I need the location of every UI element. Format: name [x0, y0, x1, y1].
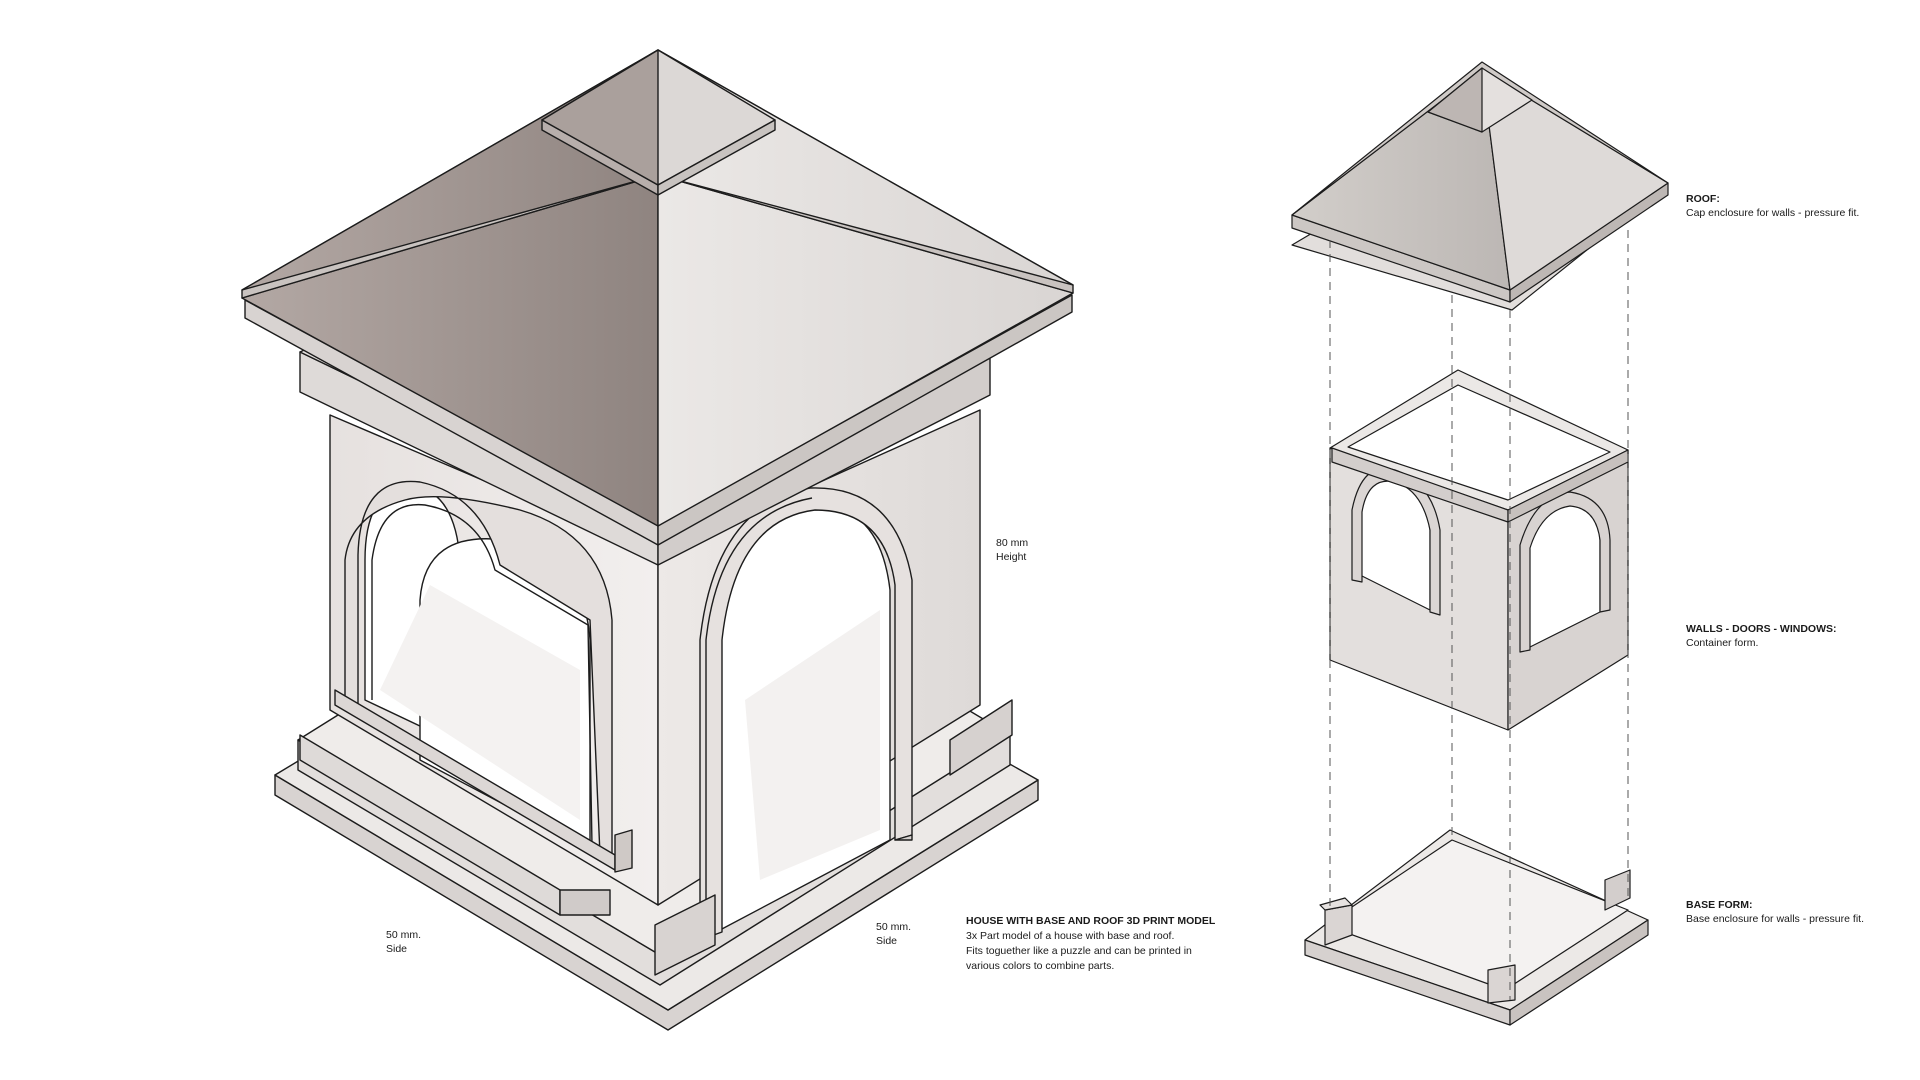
walls: [329, 409, 981, 941]
corner-plinths: [299, 699, 1013, 976]
roof-part-desc: Cap enclosure for walls - pressure fit.: [1686, 207, 1860, 219]
walls-part-desc: Container form.: [1686, 637, 1759, 649]
right-side-dimension-label: 50 mm. Side: [876, 920, 911, 948]
assembled-house-model: [241, 49, 1074, 1031]
walls-part-label: WALLS - DOORS - WINDOWS: Container form.: [1686, 622, 1836, 650]
walls-part-title: WALLS - DOORS - WINDOWS:: [1686, 623, 1837, 635]
left-side-value: 50 mm.: [386, 929, 422, 941]
exploded-roof: [1291, 61, 1669, 311]
height-dimension-label: 80 mm Height: [996, 536, 1028, 564]
model-description-line: various colors to combine parts.: [966, 960, 1115, 972]
roof-part-label: ROOF: Cap enclosure for walls - pressure…: [1686, 192, 1859, 220]
left-side-dimension-label: 50 mm. Side: [386, 928, 421, 956]
model-title: HOUSE WITH BASE AND ROOF 3D PRINT MODEL: [966, 915, 1216, 927]
exploded-walls: [1329, 369, 1629, 731]
roof-part-title: ROOF:: [1686, 193, 1720, 205]
right-side-value: 50 mm.: [876, 921, 912, 933]
height-value: 80 mm: [996, 537, 1029, 549]
model-description-line: 3x Part model of a house with base and r…: [966, 930, 1175, 942]
roof: [241, 49, 1074, 527]
left-side-caption: Side: [386, 943, 408, 955]
base-part-label: BASE FORM: Base enclosure for walls - pr…: [1686, 898, 1864, 926]
height-caption: Height: [996, 551, 1027, 563]
model-description: HOUSE WITH BASE AND ROOF 3D PRINT MODEL …: [966, 914, 1236, 974]
model-description-line: Fits toguether like a puzzle and can be …: [966, 945, 1192, 957]
right-side-caption: Side: [876, 935, 898, 947]
base-part-desc: Base enclosure for walls - pressure fit.: [1686, 913, 1864, 925]
exploded-alignment-lines: [1329, 230, 1629, 1000]
base-part-title: BASE FORM:: [1686, 899, 1753, 911]
exploded-base: [1304, 829, 1649, 1026]
